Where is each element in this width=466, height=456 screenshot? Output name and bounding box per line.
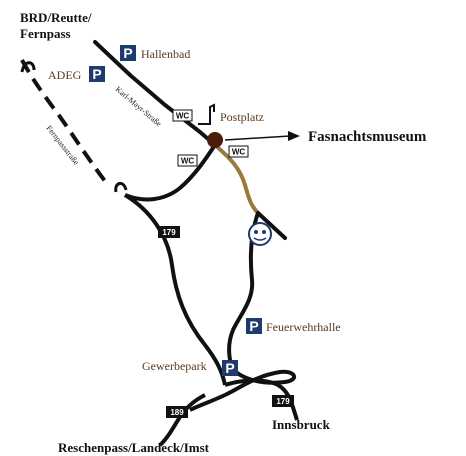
road-189 xyxy=(158,393,206,447)
place-label-hallenbad: Hallenbad xyxy=(141,47,190,61)
road-connector-postplatz xyxy=(124,143,217,202)
road-east-branch xyxy=(227,212,260,369)
destination-north-west-line2: Fernpass xyxy=(20,26,71,41)
place-label-adeg: ADEG xyxy=(48,68,82,82)
road-shield-179-east: 179 xyxy=(272,395,294,407)
road-shield-179-west: 179 xyxy=(158,226,180,238)
place-label-feuerwehrhalle: Feuerwehrhalle xyxy=(266,320,341,334)
svg-text:189: 189 xyxy=(170,408,184,417)
arrow-line xyxy=(224,135,291,141)
destination-east: Fasnachtsmuseum xyxy=(308,129,427,145)
mask-icon xyxy=(248,222,272,246)
svg-text:WC: WC xyxy=(181,157,195,166)
road-fernpass-hook xyxy=(20,61,36,73)
destination-north-west-line1: BRD/Reutte/ xyxy=(20,10,92,25)
road-interchange-loop2 xyxy=(224,378,299,421)
road-shield-189: 189 xyxy=(166,406,188,418)
svg-text:WC: WC xyxy=(176,112,190,121)
street-label-fernpass: Fernpassstraße xyxy=(44,124,81,167)
road-179-west xyxy=(123,193,227,386)
road-main-continuation xyxy=(256,211,287,240)
svg-text:P: P xyxy=(249,318,258,334)
svg-text:179: 179 xyxy=(276,397,290,406)
destination-south-east: Innsbruck xyxy=(272,417,331,432)
arrow-right-icon xyxy=(288,131,300,141)
destination-south-west: Reschenpass/Landeck/Imst xyxy=(58,440,210,455)
road-fernpassstrasse xyxy=(20,59,110,187)
road-highlight-route xyxy=(213,143,260,215)
parking-icon-gewerbepark: P xyxy=(222,360,238,376)
place-label-postplatz: Postplatz xyxy=(220,110,264,124)
parking-icon-adeg: P xyxy=(89,66,105,82)
svg-text:WC: WC xyxy=(232,148,246,157)
svg-text:P: P xyxy=(225,360,234,376)
place-label-gewerbepark: Gewerbepark xyxy=(142,359,207,373)
parking-icon-feuerwehrhalle: P xyxy=(246,318,262,334)
post-horn-icon xyxy=(198,103,215,125)
street-label-karl-mayr: Karl-Mayr-Straße xyxy=(114,85,164,129)
parking-icon-hallenbad: P xyxy=(120,45,136,61)
wc-icon-2: WC xyxy=(228,145,249,158)
road-fernpass-hook-end xyxy=(114,182,128,193)
svg-text:179: 179 xyxy=(162,228,176,237)
wc-icon-1: WC xyxy=(172,109,193,122)
svg-text:P: P xyxy=(92,66,101,82)
svg-text:P: P xyxy=(123,45,132,61)
museum-dot xyxy=(207,132,223,148)
wc-icon-3: WC xyxy=(177,154,198,167)
road-karl-mayr-strasse xyxy=(93,40,217,147)
